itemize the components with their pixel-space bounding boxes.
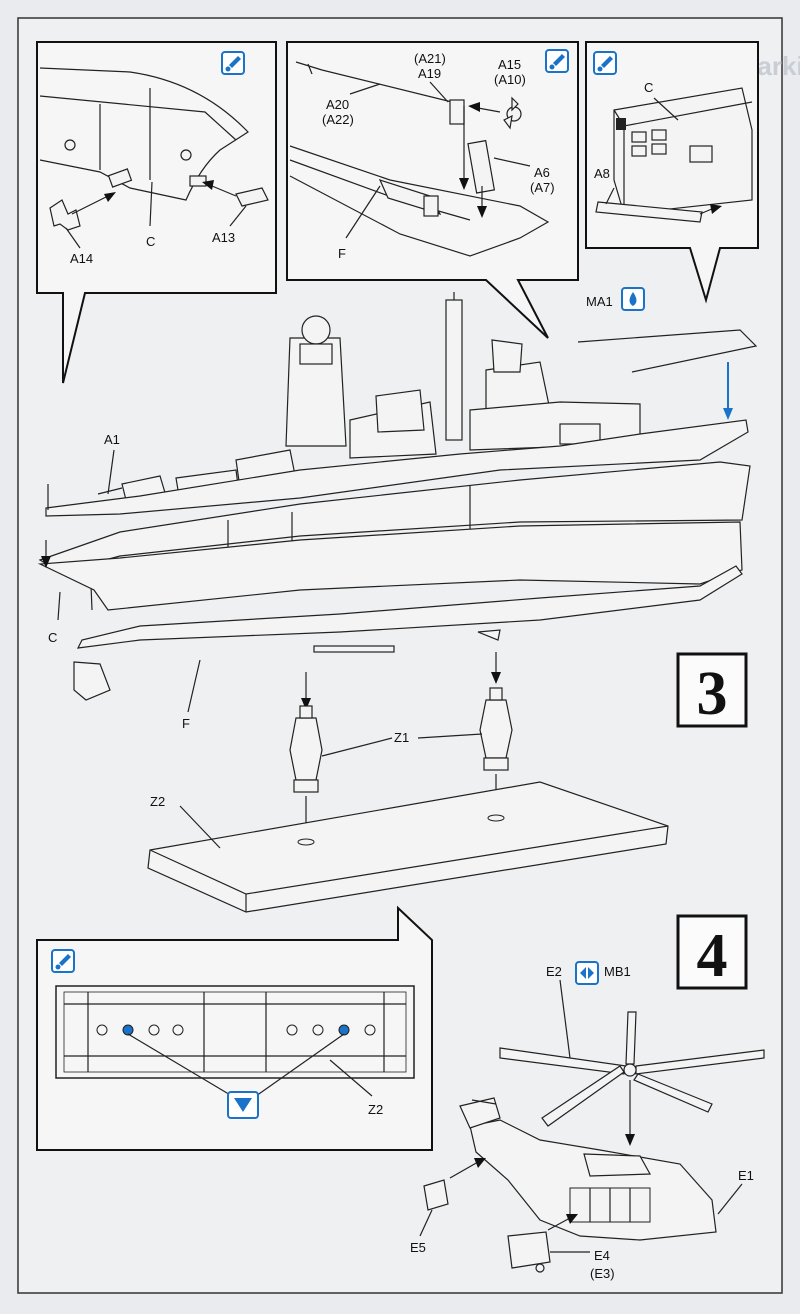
label-a7: (A7) <box>530 180 555 195</box>
label-f-callout: F <box>338 246 346 261</box>
label-a1: A1 <box>104 432 120 447</box>
label-a14: A14 <box>70 251 93 266</box>
water-decal-icon <box>621 287 645 311</box>
callout-right: C A8 <box>585 41 759 304</box>
step-3-number: 3 <box>697 660 728 728</box>
paint-brush-icon <box>593 51 617 75</box>
label-a21: (A21) <box>414 51 446 66</box>
callout-base-underside: Z2 <box>36 905 433 1151</box>
label-z2: Z2 <box>150 794 165 809</box>
label-a15: A15 <box>498 57 521 72</box>
callout-left: A14 C A13 <box>36 41 277 384</box>
label-f-keel: F <box>182 716 190 731</box>
label-e2: E2 <box>546 964 562 979</box>
label-a8: A8 <box>594 166 610 181</box>
label-a10: (A10) <box>494 72 526 87</box>
label-e1: E1 <box>738 1168 754 1183</box>
label-a22: (A22) <box>322 112 354 127</box>
label-a20: A20 <box>326 97 349 112</box>
label-c-right: C <box>644 80 653 95</box>
label-c-callout: C <box>146 234 155 249</box>
label-ma1: MA1 <box>586 294 613 309</box>
rotate-part-icon <box>575 961 599 985</box>
label-a6: A6 <box>534 165 550 180</box>
label-a19: A19 <box>418 66 441 81</box>
label-e4: E4 <box>594 1248 610 1263</box>
drill-hole-icon <box>227 1091 259 1119</box>
step-4-marker: 4 <box>676 914 748 990</box>
step-4-number: 4 <box>697 922 728 990</box>
label-mb1: MB1 <box>604 964 631 979</box>
label-e3: (E3) <box>590 1266 615 1281</box>
ship-main-deck: A1 C F <box>37 292 751 731</box>
helicopter-assembly: E2 MB1 E1 E5 E4 (E3) <box>410 961 765 1281</box>
callout-middle: (A21) A19 A15 (A10) A20 (A22) A6 (A7) F <box>286 41 579 339</box>
label-z1: Z1 <box>394 730 409 745</box>
ma1-rail: MA1 <box>577 287 758 420</box>
label-a13: A13 <box>212 230 235 245</box>
step-3-marker: 3 <box>676 652 748 728</box>
label-c-hull: C <box>48 630 57 645</box>
label-z2-callout: Z2 <box>368 1102 383 1117</box>
paint-brush-icon <box>221 51 245 75</box>
label-e5: E5 <box>410 1240 426 1255</box>
paint-brush-icon <box>51 949 75 973</box>
display-stand: Z1 Z2 <box>147 652 669 913</box>
paint-brush-icon <box>545 49 569 73</box>
